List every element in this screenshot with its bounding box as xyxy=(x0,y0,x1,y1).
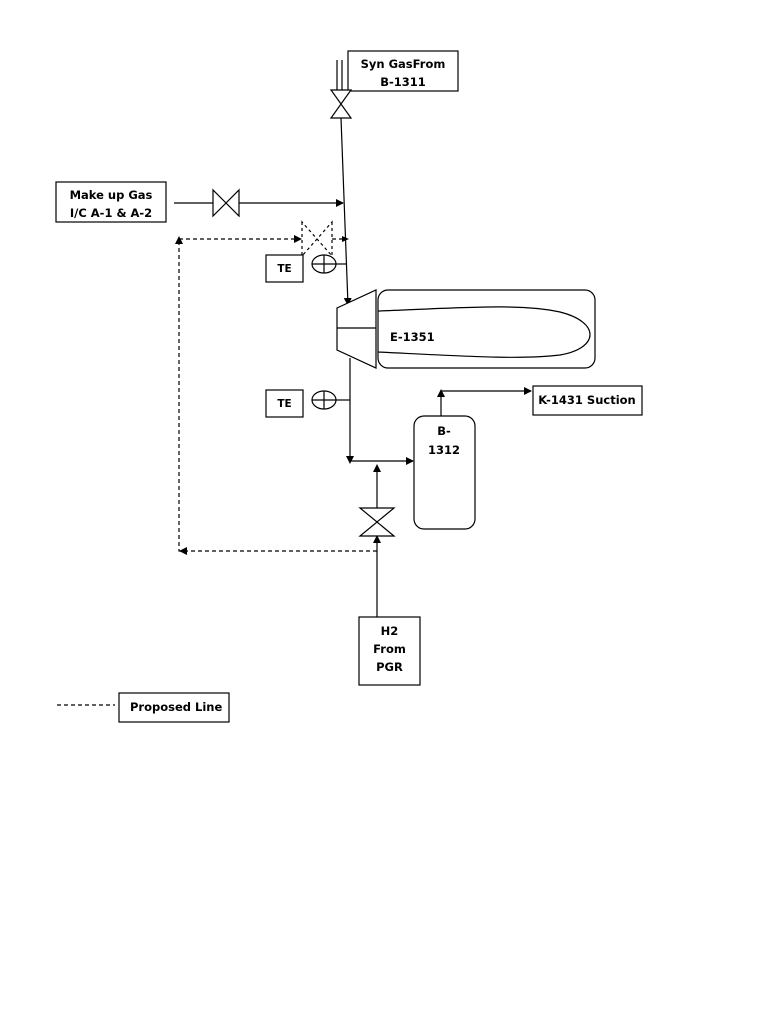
te-lower-label: TE xyxy=(277,398,291,410)
k-suction-label: K-1431 Suction xyxy=(538,393,636,407)
proposed-line-arrow-main xyxy=(342,236,349,242)
legend-label: Proposed Line xyxy=(130,700,222,714)
h2-valve-icon xyxy=(358,507,396,537)
proposed-line-arrow-right xyxy=(294,235,302,243)
te-upper-sensor-icon xyxy=(311,254,346,274)
proposed-line-arrow-left xyxy=(179,547,187,555)
syn-gas-label-line2: B-1311 xyxy=(380,75,426,89)
makeup-gas-label-line1: Make up Gas xyxy=(70,188,153,202)
k-suction-box: K-1431 Suction xyxy=(532,385,643,416)
makeup-gas-label-line2: I/C A-1 & A-2 xyxy=(70,206,152,220)
makeup-gas-valve-icon xyxy=(212,188,240,218)
syn-gas-main-pipe xyxy=(340,117,352,306)
h2-arrow-upper xyxy=(373,464,381,472)
legend-box: Proposed Line xyxy=(118,692,230,723)
proposed-valve-icon xyxy=(301,220,333,258)
h2-source-box: H2 From PGR xyxy=(358,616,421,686)
h2-label-line3: PGR xyxy=(376,660,403,674)
vessel-outlet-arrow xyxy=(437,389,445,397)
h2-label-line1: H2 xyxy=(381,624,399,638)
te-lower-box: TE xyxy=(265,389,304,418)
exchanger-label: E-1351 xyxy=(390,330,435,344)
syn-gas-label-line1: Syn GasFrom xyxy=(361,57,446,71)
makeup-gas-source-box: Make up Gas I/C A-1 & A-2 xyxy=(55,181,167,223)
syn-gas-source-box: Syn GasFrom B-1311 xyxy=(347,50,459,92)
te-lower-sensor-icon xyxy=(311,390,350,410)
te-upper-box: TE xyxy=(265,254,304,283)
h2-label-line2: From xyxy=(373,642,406,656)
h2-arrow-lower xyxy=(373,535,381,543)
proposed-line-arrow-up xyxy=(175,236,183,244)
exchanger-e1351: E-1351 xyxy=(336,289,596,369)
vessel-label-line2: 1312 xyxy=(428,443,460,457)
vessel-label-line1: B- xyxy=(437,424,451,438)
syn-gas-valve-icon xyxy=(329,89,353,119)
vessel-b1312: B- 1312 xyxy=(413,415,476,530)
outlet-arrow-down xyxy=(346,456,354,464)
te-upper-label: TE xyxy=(277,263,291,275)
